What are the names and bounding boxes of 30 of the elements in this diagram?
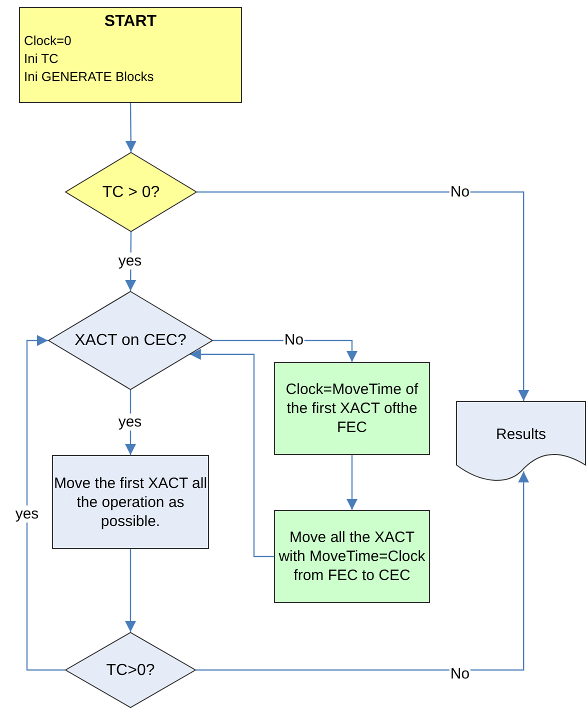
process-box (274, 510, 430, 603)
decision-text: XACT on CEC? (74, 331, 186, 350)
edge-label: yes (117, 414, 143, 430)
step-text: Ini GENERATE Blocks (24, 68, 155, 86)
edge-label: yes (117, 252, 143, 270)
step-text: Ini TC (24, 50, 60, 68)
decision-text: TC>0? (106, 660, 155, 680)
arrow (125, 549, 136, 632)
decision-text: TC > 0? (102, 182, 160, 202)
arrow (197, 191, 530, 401)
arrow (125, 103, 136, 152)
start-box (19, 7, 242, 103)
process-text: Clock=MoveTime of the first XACT ofthe FEC (284, 380, 420, 437)
decision-diamond (65, 632, 196, 708)
document-text: Results (496, 424, 546, 444)
start-heading: START (103, 12, 158, 31)
process-text: Move the first XACT all the operation as possible. (53, 474, 208, 530)
step-text: Clock=0 (24, 32, 72, 50)
process-box (52, 455, 209, 549)
process-box (274, 362, 430, 455)
arrow (190, 348, 274, 558)
arrow (213, 340, 358, 362)
process-text: Move all the XACT with MoveTime=Clock from FEC to CEC (278, 528, 426, 585)
arrow (196, 471, 530, 671)
arrow (26, 335, 65, 671)
decision-diamond (48, 291, 213, 390)
edge-label: yes (14, 506, 40, 522)
decision-diamond (65, 152, 197, 232)
document-shape (456, 401, 586, 481)
arrow (346, 455, 358, 510)
